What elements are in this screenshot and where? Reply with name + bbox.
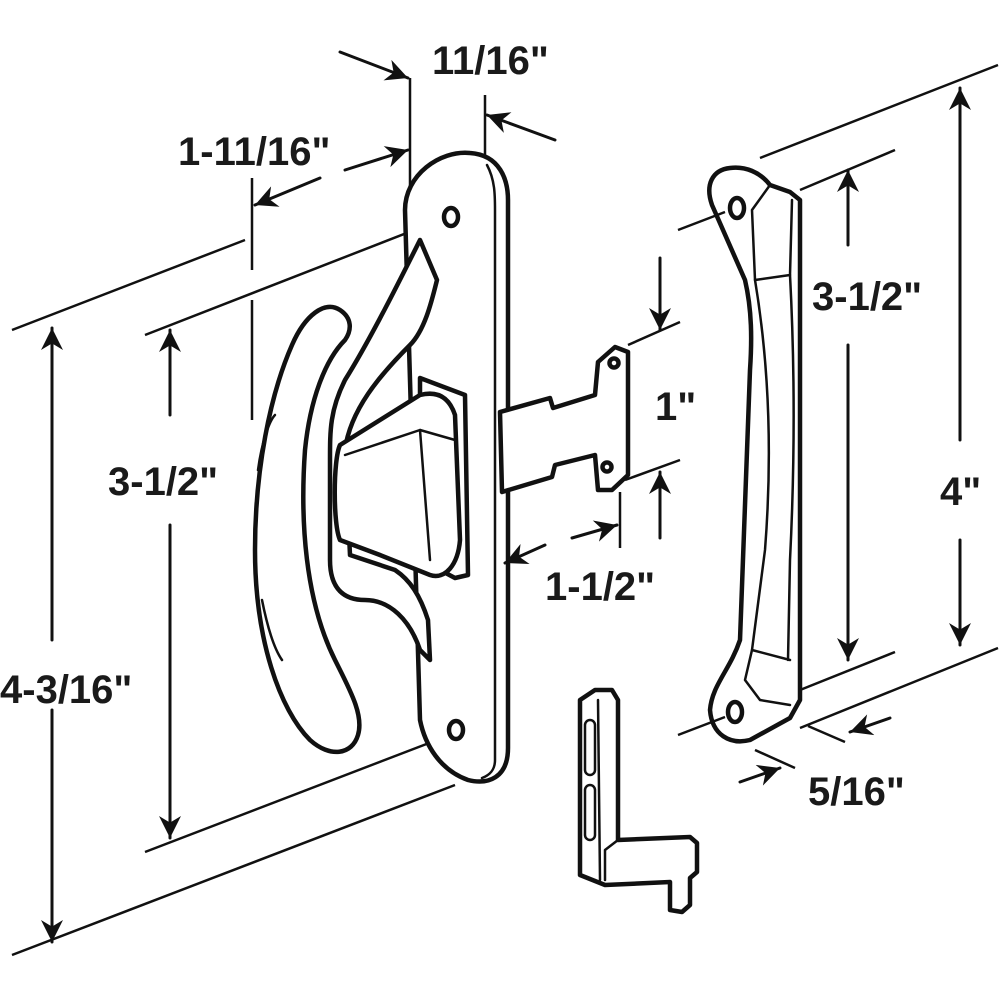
plate-screw-hole-bottom [446,718,466,742]
label-11-16: 11/16" [432,39,549,83]
plate-screw-hole-top [441,205,461,229]
bracket-slot-bottom [583,783,597,842]
label-4: 4" [940,470,981,514]
dim-keeper-thickness [738,714,892,786]
latch-handle [252,237,440,755]
strike-bracket [577,687,700,915]
dim-keeper-hole-spacing [677,148,896,737]
bracket-slot-top [583,718,597,777]
dim-overall-height-left [11,238,456,957]
label-3-1-2-latch: 3-1/2" [108,460,218,504]
keeper [707,165,803,744]
label-4-3-16: 4-3/16" [0,668,132,712]
label-1-1-2: 1-1/2" [545,565,655,609]
label-3-1-2-keeper: 3-1/2" [812,275,922,319]
dim-latch-hole-spacing [144,218,451,854]
dim-keeper-overall-height [759,63,999,730]
keeper-hole-top [727,195,747,221]
dim-handle-depth [250,78,412,420]
latch-tongue [497,344,631,495]
label-1-11-16: 1-11/16" [178,130,330,174]
keeper-hole-bottom [725,699,745,725]
label-1: 1" [655,385,696,429]
tongue-rivet-bottom [600,460,614,474]
latch-thumb-button [332,375,471,581]
label-5-16: 5/16" [808,770,905,814]
tongue-rivet-top [607,356,621,370]
dim-catch-projection [503,492,622,565]
dim-catch-height [624,256,681,540]
